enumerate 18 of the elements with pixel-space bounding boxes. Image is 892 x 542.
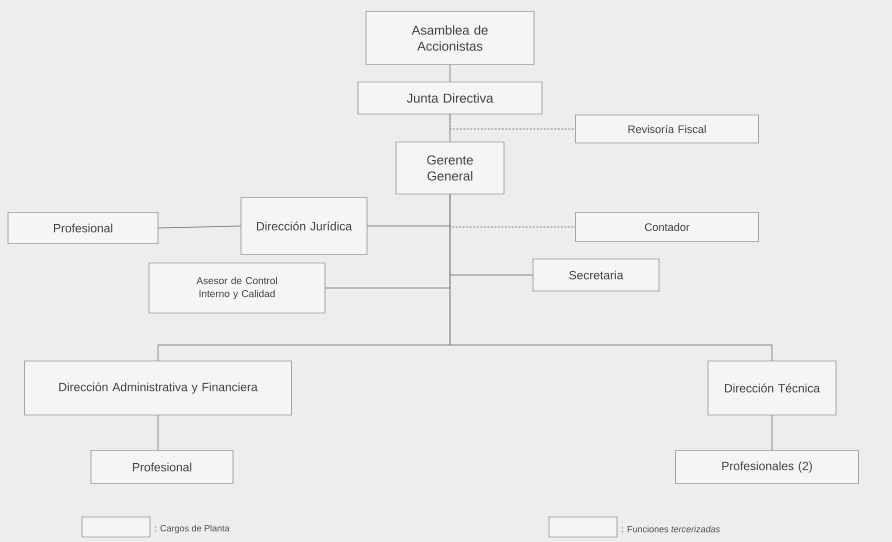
org-box: Asesor de Control Interno y Calidad xyxy=(148,262,326,314)
org-box: Contador xyxy=(575,212,759,242)
connector-line xyxy=(158,226,242,228)
org-box: Profesionales (2) xyxy=(675,450,859,484)
org-box: Secretaria xyxy=(532,258,660,292)
org-box: Gerente General xyxy=(396,142,504,194)
connector-line xyxy=(450,114,576,130)
org-box: Junta Directiva xyxy=(358,82,542,114)
org-box: Profesional xyxy=(8,212,158,244)
org-box: Dirección Administrativa y Financiera xyxy=(24,360,292,416)
org-box: Dirección Jurídica xyxy=(240,197,368,255)
org-box: Asamblea de Accionistas xyxy=(366,11,534,65)
legend-text: : Funciones tercerizadas xyxy=(622,526,720,532)
legend-text: : Cargos de Planta xyxy=(155,524,230,534)
connector-line xyxy=(450,194,772,362)
org-box: Profesional xyxy=(90,450,234,484)
org-box: Revisoría Fiscal xyxy=(575,114,759,144)
org-box: Dirección Técnica xyxy=(708,360,836,416)
